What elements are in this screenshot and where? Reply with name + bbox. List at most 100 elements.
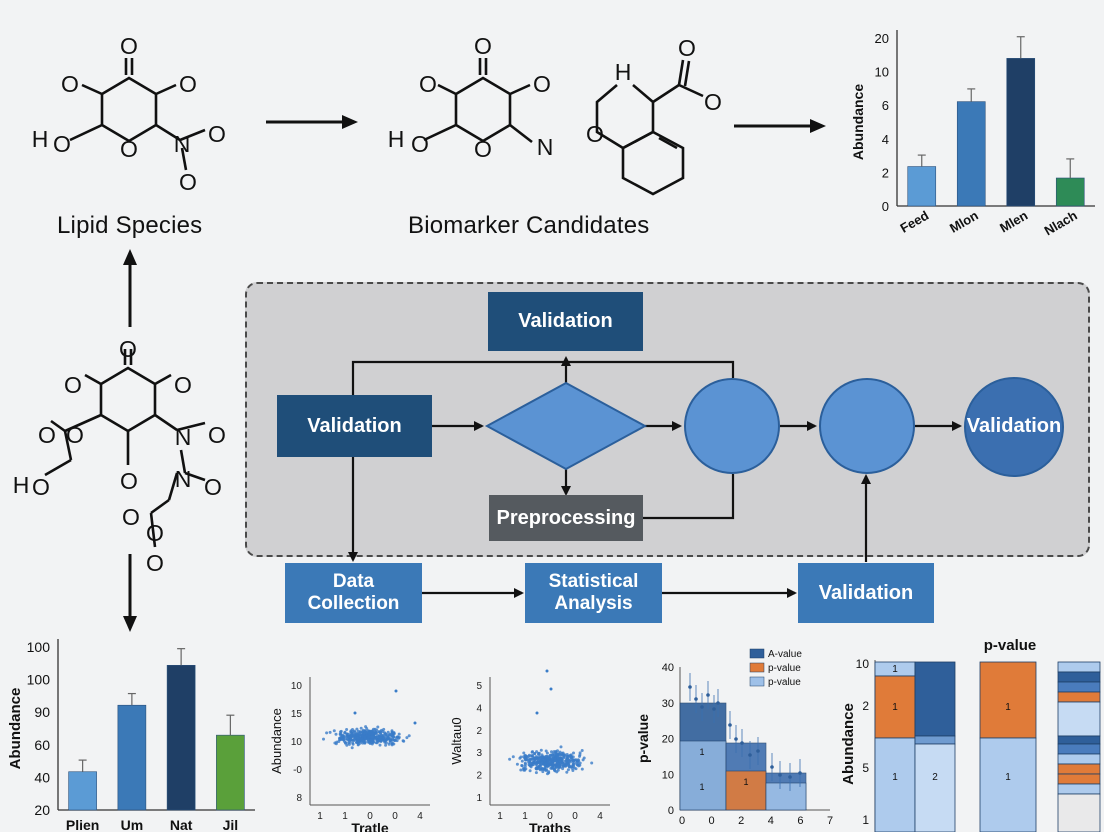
- data-point: [568, 764, 572, 768]
- data-point: [349, 730, 353, 734]
- decision-diamond[interactable]: [484, 380, 649, 472]
- data-point: [397, 732, 401, 736]
- data-point: [407, 734, 411, 738]
- data-point: [528, 760, 532, 764]
- data-point: [740, 741, 744, 745]
- x-tick-label: 0: [547, 811, 553, 822]
- data-point: [394, 689, 398, 693]
- data-point: [546, 764, 549, 768]
- data-point: [734, 737, 738, 741]
- legend-label: p-value: [768, 663, 801, 674]
- bar-segment: [1057, 763, 1101, 775]
- x-tick-label: 0: [709, 815, 715, 827]
- x-tick-label: 4: [597, 811, 603, 822]
- validation-left-box[interactable]: Validation: [277, 395, 432, 457]
- data-point: [390, 729, 394, 733]
- y-tick-label: 10: [291, 737, 303, 748]
- data-point: [378, 743, 382, 747]
- preprocessing-box[interactable]: Preprocessing: [489, 495, 643, 541]
- atom: H: [13, 472, 30, 498]
- data-point: [378, 736, 382, 739]
- data-collection-box[interactable]: Data Collection: [285, 563, 422, 623]
- data-point: [523, 764, 527, 768]
- atom: O: [120, 33, 138, 59]
- y-tick-label: 2: [476, 726, 482, 737]
- data-point: [325, 731, 329, 735]
- atom: H: [32, 126, 49, 152]
- data-point: [552, 753, 556, 757]
- data-point: [367, 735, 371, 739]
- data-point: [530, 750, 534, 754]
- data-point: [511, 755, 515, 759]
- validation-bottom-box[interactable]: Validation: [798, 563, 934, 623]
- legend-swatch: [749, 648, 765, 659]
- data-point: [560, 753, 564, 757]
- atom: N: [174, 131, 191, 157]
- atom: O: [474, 136, 492, 162]
- bar-segment: [914, 661, 956, 737]
- bar-segment: [914, 743, 956, 832]
- atom: N: [175, 424, 192, 450]
- x-tick-label: 1: [317, 811, 323, 822]
- y-tick-label: 10: [662, 769, 674, 781]
- x-tick-label: 7: [827, 815, 833, 827]
- segment-label: 1: [743, 777, 748, 787]
- atom: N: [175, 466, 192, 492]
- data-point: [374, 736, 378, 740]
- y-tick-label: 90: [34, 704, 50, 720]
- statistical-analysis-box[interactable]: Statistical Analysis: [525, 563, 662, 623]
- y-axis-label: p-value: [635, 714, 651, 763]
- data-point: [544, 769, 548, 772]
- atom: O: [179, 71, 197, 97]
- data-point: [565, 770, 569, 774]
- data-point: [391, 741, 394, 745]
- data-point: [346, 737, 350, 741]
- x-tick-label: Jil: [223, 817, 239, 832]
- y-tick-label: 8: [296, 793, 302, 804]
- atom: O: [208, 121, 226, 147]
- data-point: [349, 738, 353, 742]
- atom: O: [38, 422, 56, 448]
- bar-segment: [1057, 661, 1101, 673]
- data-point: [536, 758, 540, 762]
- process-circle-1[interactable]: [684, 378, 780, 474]
- data-point: [549, 753, 553, 757]
- data-point: [706, 693, 710, 697]
- data-point: [580, 767, 584, 771]
- bar-segment: [1057, 691, 1101, 703]
- y-tick-label: 0: [882, 199, 889, 214]
- data-point: [328, 730, 332, 734]
- x-axis-label: Tratle: [351, 820, 389, 832]
- validation-top-box[interactable]: Validation: [488, 292, 643, 351]
- process-circle-2[interactable]: [819, 378, 915, 474]
- data-point: [748, 753, 752, 757]
- atom: H: [388, 126, 405, 152]
- data-point: [561, 767, 565, 771]
- data-point: [523, 757, 527, 761]
- atom: O: [533, 71, 551, 97]
- data-point: [554, 759, 558, 763]
- data-point: [383, 739, 387, 743]
- validation-circle[interactable]: [964, 377, 1064, 477]
- arrow-right-2: [734, 119, 826, 133]
- y-tick-label: 20: [875, 31, 889, 46]
- data-point: [347, 732, 351, 736]
- data-point: [386, 730, 390, 734]
- data-point: [545, 669, 549, 673]
- data-point: [578, 751, 582, 755]
- data-point: [590, 761, 594, 765]
- molecule-4: O O O O O O N O H O N O O O O: [13, 336, 226, 576]
- bar-segment: [1057, 701, 1101, 737]
- data-point: [537, 752, 541, 756]
- data-point: [338, 738, 342, 742]
- x-tick-label: 4: [768, 815, 774, 827]
- atom: O: [208, 422, 226, 448]
- x-tick-label: 4: [417, 811, 423, 822]
- data-point: [363, 735, 367, 739]
- data-point: [384, 743, 388, 747]
- data-point: [546, 759, 550, 763]
- data-point: [551, 762, 555, 766]
- data-point: [353, 711, 357, 715]
